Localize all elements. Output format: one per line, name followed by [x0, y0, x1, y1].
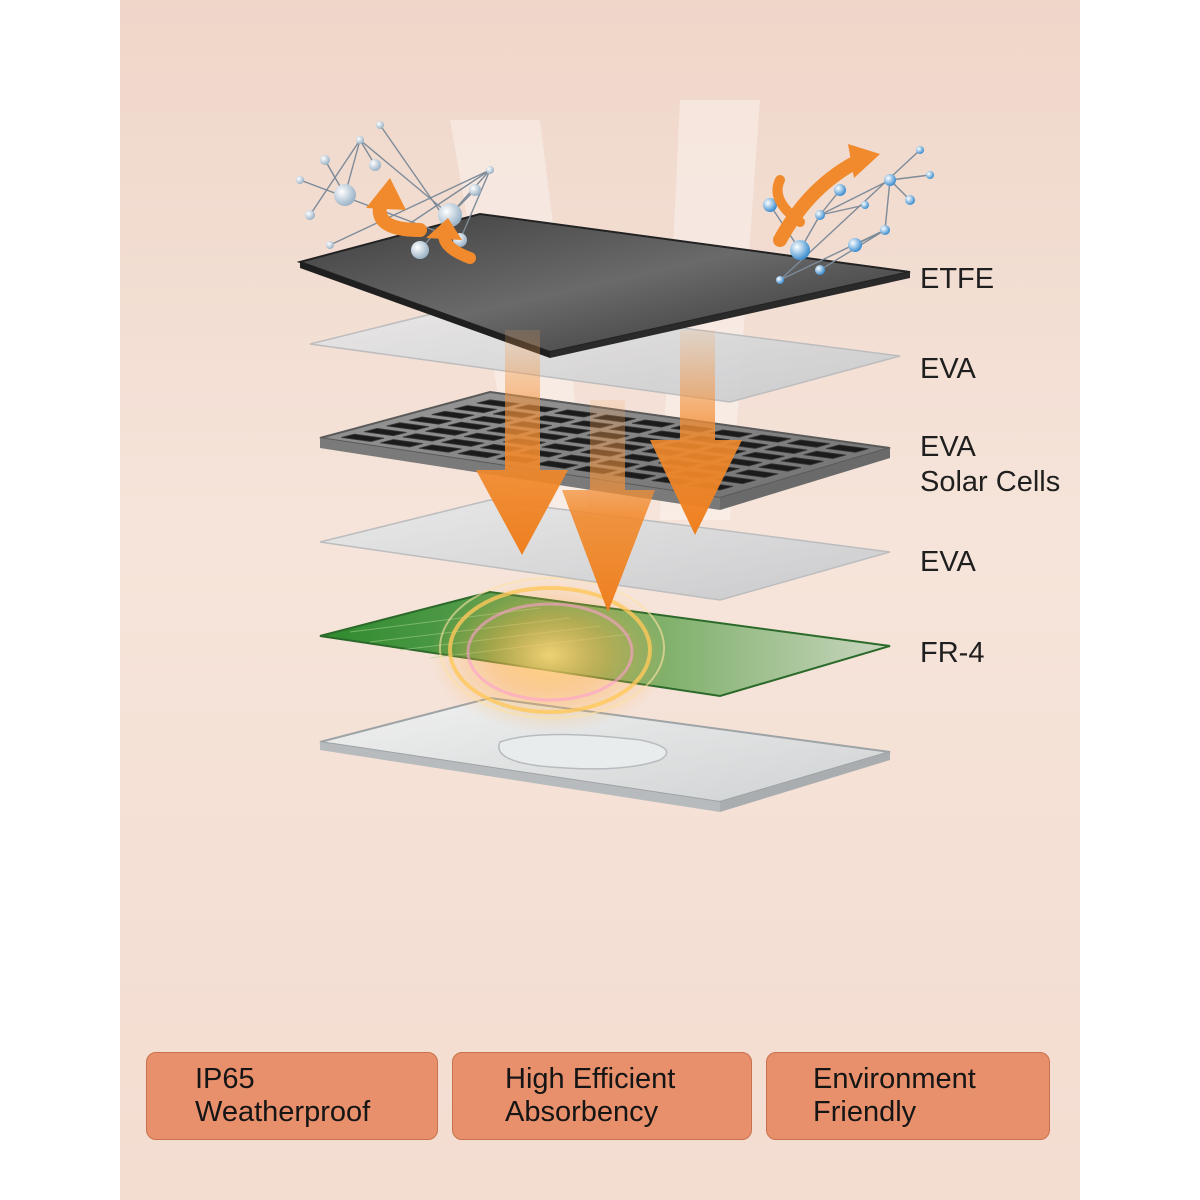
solar-cell — [758, 463, 801, 472]
feature-line: High Efficient — [505, 1063, 676, 1095]
layer-label-eva-bottom: EVA — [920, 546, 976, 578]
feature-environment-friendly: Environment Friendly — [766, 1052, 1050, 1140]
feature-line: Absorbency — [505, 1096, 659, 1128]
solar-cell — [431, 410, 475, 419]
feature-line: Environment — [813, 1063, 976, 1095]
solar-cell — [764, 445, 808, 454]
arrow-icon — [476, 330, 568, 555]
product-panel: ETFE EVA EVA Solar Cells EVA FR-4 IP65 W… — [120, 0, 1080, 1200]
solar-cell — [409, 416, 452, 425]
solar-cell — [631, 419, 675, 428]
solar-cell — [441, 438, 485, 447]
solar-cell — [341, 433, 385, 442]
solar-cell — [748, 434, 792, 443]
feature-line: IP65 — [195, 1063, 255, 1095]
energy-glow — [430, 577, 670, 733]
base-tray — [319, 696, 891, 812]
solar-cell — [464, 432, 507, 441]
solar-cell — [780, 456, 824, 466]
solar-cell — [363, 428, 407, 437]
solar-cell — [735, 469, 779, 478]
solar-cell — [447, 421, 491, 430]
arrow-icon — [773, 153, 867, 247]
solar-cell — [554, 409, 598, 418]
solar-cell — [425, 427, 469, 436]
solar-cell — [380, 439, 423, 448]
solar-cell — [741, 451, 785, 461]
bounce-arrows — [366, 144, 880, 264]
layer-label-eva-cells: EVA — [920, 431, 976, 463]
arrow-icon — [772, 175, 805, 227]
solar-cell — [541, 443, 585, 452]
layer-label-etfe: ETFE — [920, 263, 995, 295]
arrow-icon — [562, 400, 655, 612]
solar-cell — [787, 439, 830, 448]
eva-top-layer — [309, 301, 901, 403]
light-arrows — [476, 330, 742, 612]
solar-cell — [418, 444, 462, 453]
solar-cell — [825, 444, 869, 453]
solar-cell — [386, 422, 430, 431]
solar-cell — [547, 426, 591, 435]
solar-cell — [454, 405, 497, 414]
solar-panel-layer-diagram — [296, 100, 934, 812]
layer-label-eva-top: EVA — [920, 353, 976, 385]
feature-line: Weatherproof — [195, 1096, 371, 1128]
solar-cell — [402, 433, 446, 442]
layer-label-solar-cells: Solar Cells — [920, 466, 1061, 498]
molecule-icon — [763, 146, 934, 284]
feature-high-efficient-absorbency: High Efficient Absorbency — [452, 1052, 752, 1140]
solar-cell — [803, 450, 847, 460]
arrow-icon — [650, 330, 742, 535]
layer-label-fr4: FR-4 — [920, 637, 985, 669]
solar-cell — [457, 449, 501, 459]
feature-ip65-weatherproof: IP65 Weatherproof — [146, 1052, 438, 1140]
feature-line: Friendly — [813, 1096, 917, 1128]
solar-cell — [470, 415, 514, 425]
